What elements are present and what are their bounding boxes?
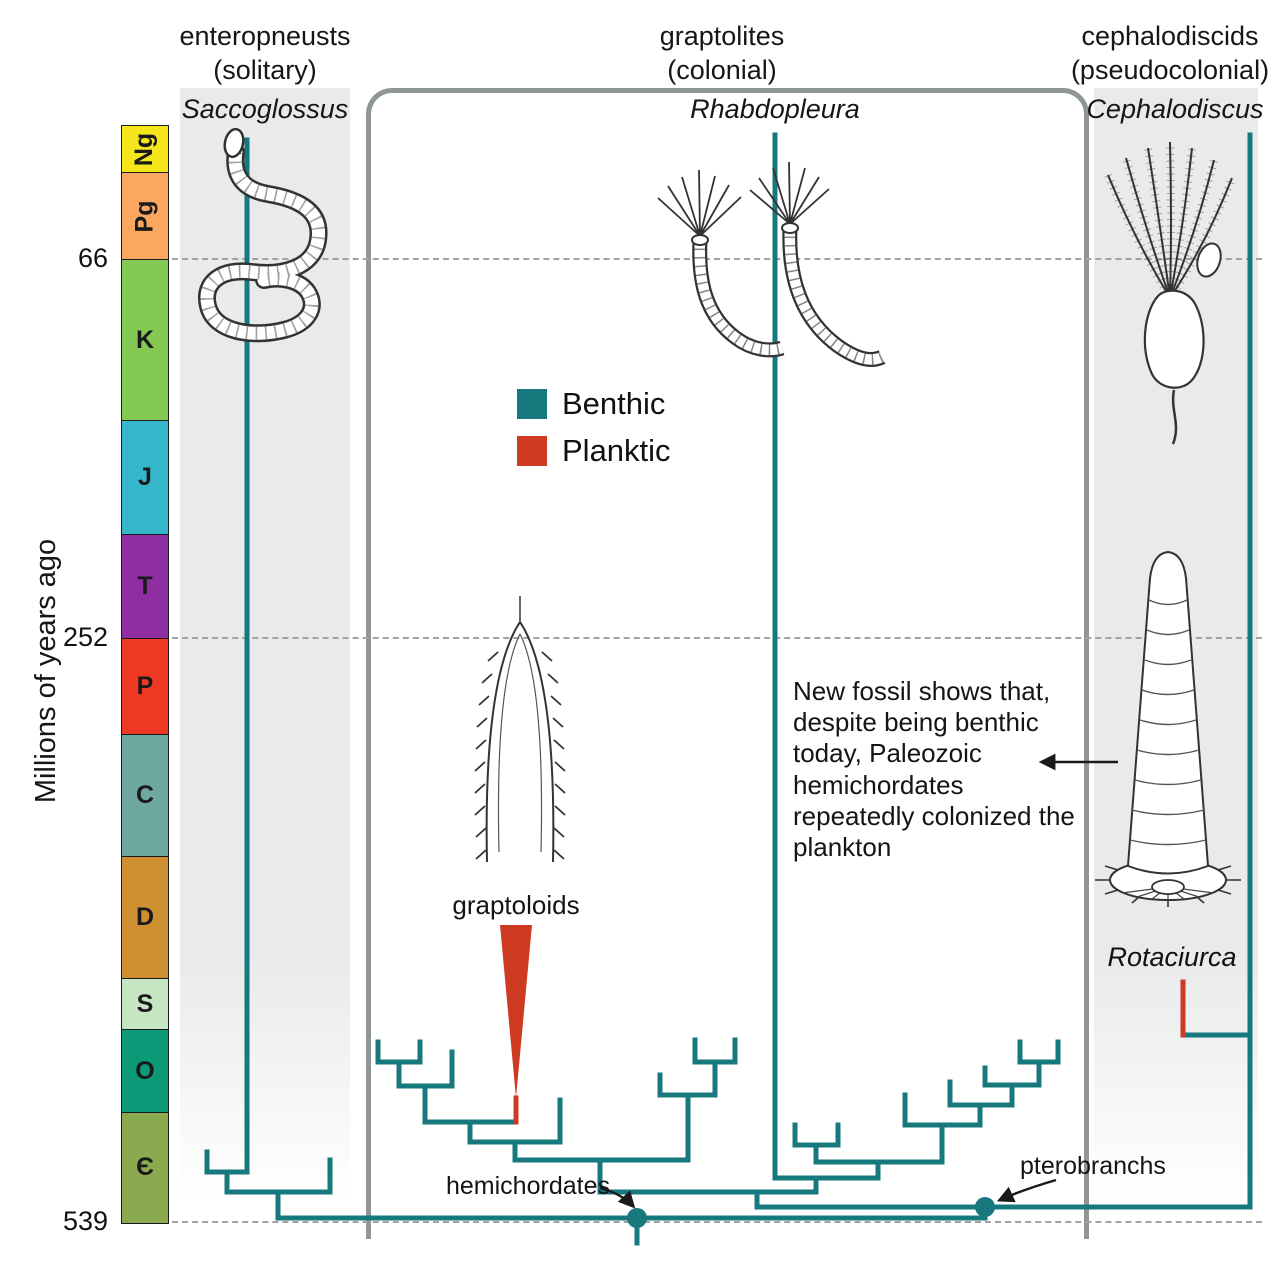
timescale-period-J: J <box>121 420 169 536</box>
dashed-timeline-539 <box>172 1221 1262 1223</box>
timescale-period-C: C <box>121 733 169 858</box>
pointer-arrows <box>599 753 1118 1209</box>
legend-item-planktic: Planktic <box>517 427 671 474</box>
timescale-period-label: P <box>136 672 154 700</box>
benthic-label: Benthic <box>562 385 666 421</box>
header-text: graptolites <box>659 21 785 51</box>
legend: Benthic Planktic <box>517 380 671 474</box>
y-axis-label: Millions of years ago <box>30 538 62 804</box>
timescale-period-label: K <box>135 326 155 354</box>
timescale-period-label: Ng <box>130 132 159 166</box>
timescale-period-K: K <box>121 259 169 422</box>
timescale-period-label: C <box>135 780 155 809</box>
saccoglossus-illustration <box>197 127 328 343</box>
annotation-text: New fossil shows that, despite being ben… <box>793 676 1075 862</box>
hemichordates-node <box>627 1208 647 1228</box>
time-tick-label-252: 252 <box>62 621 108 652</box>
graptoloid-range-wedge <box>500 925 532 1098</box>
timescale-period-label: Pg <box>130 200 159 233</box>
subheader-text: (colonial) <box>667 54 777 85</box>
timescale-period-T: T <box>121 534 169 640</box>
enteropneust-clade-lines <box>204 132 1253 1246</box>
timescale-period-P: P <box>121 637 169 736</box>
graptolite-group-box <box>366 88 1089 1239</box>
time-tick-label-66: 66 <box>77 243 108 274</box>
planktic-branch-stems <box>513 979 1186 1125</box>
timescale-period-label: Є <box>136 1153 154 1182</box>
timescale-period-label: D <box>135 902 155 931</box>
cephalodiscus-illustration <box>1104 141 1236 445</box>
rotaciurca-illustration <box>1095 550 1241 907</box>
planktic-elements <box>500 925 1186 1125</box>
timescale-period-S: S <box>121 977 169 1031</box>
hemichordates-label: hemichordates <box>446 1172 610 1200</box>
column-header-cephalodiscids: cephalodiscids (pseudocolonial) <box>1040 20 1280 88</box>
phylogeny-tree-benthic <box>204 132 1253 1246</box>
hemichordates-arrow <box>599 1186 636 1209</box>
time-tick-label-539: 539 <box>62 1206 108 1236</box>
pterobranchs-arrow <box>996 1178 1057 1203</box>
planktic-swatch <box>517 435 547 466</box>
graptoloids-label: graptoloids <box>452 890 580 920</box>
column-header-graptolites: graptolites (colonial) <box>602 20 842 88</box>
planktic-label: Planktic <box>562 432 671 468</box>
header-text: enteropneusts <box>179 21 351 51</box>
taxon-label-cephalodiscus: Cephalodiscus <box>1086 94 1264 124</box>
subheader-text: (solitary) <box>213 54 317 85</box>
graptolite-clade-left <box>375 1037 819 1195</box>
timescale-period-D: D <box>121 855 169 980</box>
subheader-text: (pseudocolonial) <box>1070 54 1270 85</box>
timescale-period-label: O <box>135 1056 155 1085</box>
pterobranchs-label: pterobranchs <box>1020 1152 1166 1180</box>
dashed-timeline-66 <box>172 258 1262 261</box>
timescale-period-label: J <box>138 463 152 492</box>
timescale-period-O: O <box>121 1028 169 1114</box>
taxon-label-saccoglossus: Saccoglossus <box>181 94 349 124</box>
benthic-swatch <box>517 388 547 419</box>
timescale-period-label: T <box>137 572 153 601</box>
taxon-label-rhabdopleura: Rhabdopleura <box>690 94 860 124</box>
timescale-period-label: S <box>136 989 154 1018</box>
column-header-enteropneusts: enteropneusts (solitary) <box>145 20 385 88</box>
taxon-label-rotaciurca: Rotaciurca <box>1107 942 1237 972</box>
timescale-period-Є: Є <box>121 1112 169 1224</box>
timescale-period-Ng: Ng <box>121 125 169 174</box>
rhabdopleura-illustration <box>657 161 886 367</box>
graptoloid-illustration <box>474 596 566 863</box>
pterobranchs-node <box>975 1197 995 1217</box>
timescale-period-Pg: Pg <box>121 171 169 261</box>
legend-item-benthic: Benthic <box>517 380 671 427</box>
graptolite-clade-right <box>772 132 1061 1195</box>
header-text: cephalodiscids <box>1081 21 1259 51</box>
dashed-timeline-252 <box>172 636 1262 639</box>
